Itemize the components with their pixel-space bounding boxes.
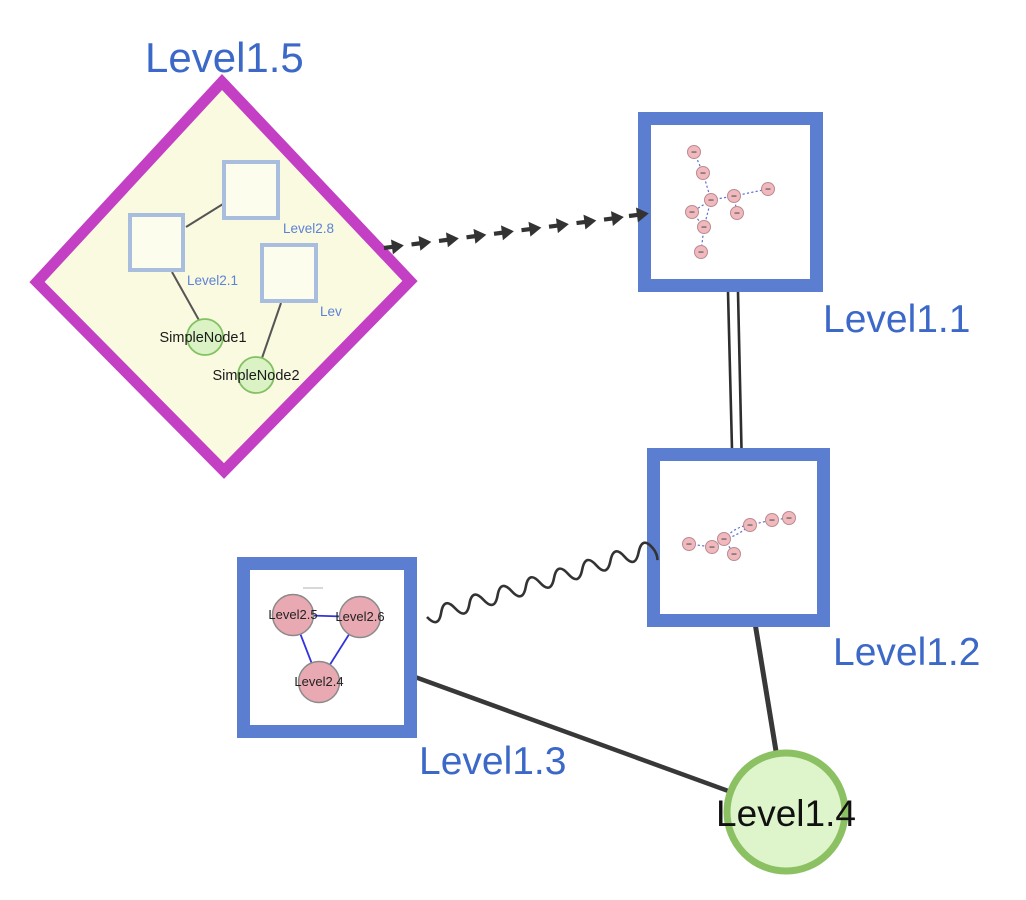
node-simplenode1[interactable] — [186, 318, 224, 356]
node-level24 — [297, 660, 341, 704]
edge-level13-level14[interactable] — [414, 674, 787, 815]
node-level12-frame[interactable] — [647, 448, 830, 627]
node-lev-label: Lev — [320, 304, 342, 319]
diamond-inner-edges — [171, 203, 282, 359]
diamond-inner-squares[interactable] — [128, 160, 318, 303]
node-level13-label: Level1.3 — [419, 740, 566, 783]
node-level21-square — [128, 213, 185, 272]
node-lev-square — [260, 243, 318, 303]
node-level14[interactable] — [723, 749, 849, 875]
node-simplenode2-label: SimpleNode2 — [212, 368, 299, 384]
node-level25-label: Level2.5 — [268, 607, 317, 622]
level13-faint-mark — [303, 587, 323, 589]
level11-inner-node-glyphs — [689, 151, 771, 253]
node-level12-label: Level1.2 — [833, 631, 980, 674]
node-level26-label: Level2.6 — [335, 609, 384, 624]
node-level14-label: Level1.4 — [716, 793, 856, 834]
node-level15-label: Level1.5 — [145, 34, 304, 81]
node-level15-diamond[interactable] — [29, 73, 418, 479]
node-level25 — [271, 593, 315, 637]
node-level26 — [338, 595, 382, 639]
node-level13-frame[interactable] — [237, 557, 417, 738]
node-level28-square — [222, 160, 280, 220]
edge-level11-level12[interactable] — [726, 291, 743, 450]
node-level24-label: Level2.4 — [294, 674, 343, 689]
level13-inner-nodes[interactable] — [271, 593, 382, 704]
node-level11-label: Level1.1 — [823, 298, 970, 341]
edge-level13-level12[interactable] — [425, 540, 659, 629]
node-level21-label: Level2.1 — [187, 273, 238, 288]
node-level28-label: Level2.8 — [283, 221, 334, 236]
node-simplenode2[interactable] — [237, 356, 275, 394]
edge-level15-level11[interactable] — [383, 205, 650, 256]
node-simplenode1-label: SimpleNode1 — [159, 330, 246, 346]
level12-inner-node-glyphs — [686, 517, 792, 555]
